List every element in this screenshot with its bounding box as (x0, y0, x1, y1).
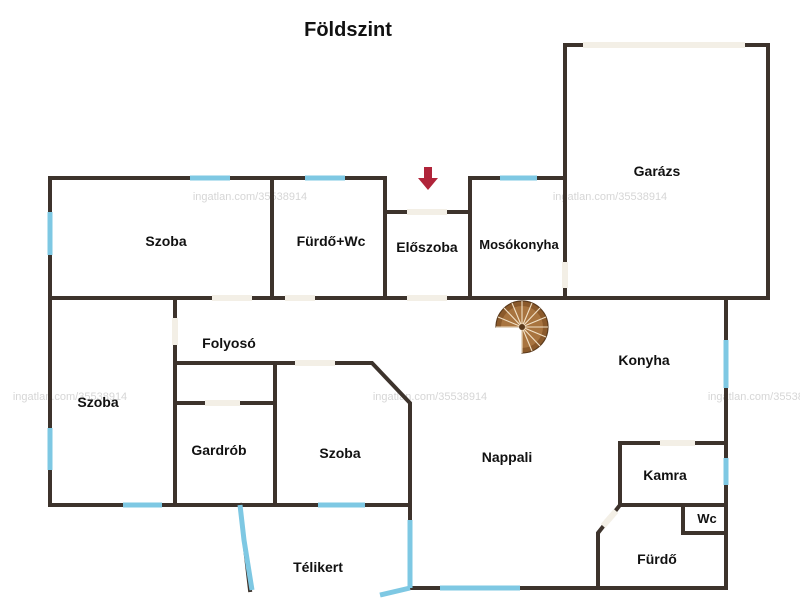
watermark: ingatlan.com/35538914 (553, 191, 667, 203)
room-label-furdo: Fürdő (637, 551, 677, 567)
room-label-gardrob: Gardrób (191, 442, 246, 458)
room-label-telikert: Télikert (293, 559, 343, 575)
door-opening (600, 509, 619, 528)
room-label-szoba-top: Szoba (145, 233, 186, 249)
room-label-wc: Wc (697, 511, 717, 526)
room-label-nappali: Nappali (482, 449, 533, 465)
down-arrow-icon (418, 167, 438, 190)
room-label-szoba-left: Szoba (77, 394, 118, 410)
floor-title: Földszint (304, 19, 392, 41)
room-label-furdo-wc: Fürdő+Wc (297, 233, 366, 249)
watermark: ingatlan.com/35538914 (708, 391, 800, 403)
room-label-garazs: Garázs (634, 163, 681, 179)
room-label-szoba-mid: Szoba (319, 445, 360, 461)
watermark: ingatlan.com/35538914 (373, 391, 487, 403)
doors (172, 42, 745, 528)
window (379, 585, 411, 598)
walls (48, 43, 770, 593)
room-label-kamra: Kamra (643, 467, 687, 483)
room-label-mosokonyha: Mosókonyha (479, 237, 559, 252)
spiral-staircase-icon (495, 300, 549, 354)
watermark: ingatlan.com/35538914 (193, 191, 307, 203)
windows (47, 175, 729, 598)
wall (173, 361, 412, 507)
room-label-konyha: Konyha (618, 352, 670, 368)
room-labels: Szoba Fürdő+Wc Előszoba Mosókonyha Garáz… (77, 163, 716, 575)
window (237, 504, 255, 591)
room-label-eloszoba: Előszoba (396, 239, 458, 255)
watermark: ingatlan.com/35538914 (13, 391, 127, 403)
room-label-folyoso: Folyosó (202, 335, 256, 351)
